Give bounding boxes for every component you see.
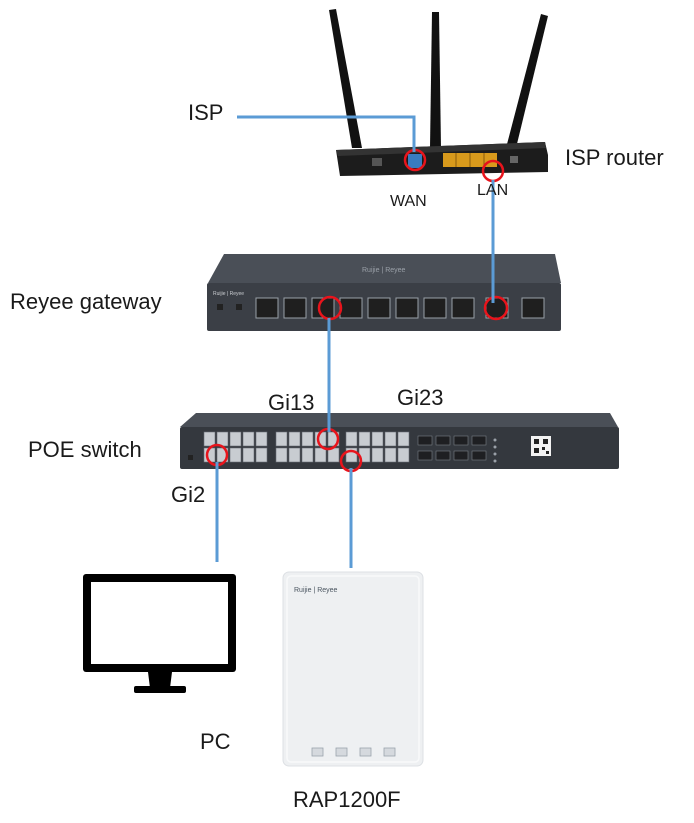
reyee-gateway-label: Reyee gateway: [10, 289, 162, 314]
rap1200f-label: RAP1200F: [293, 787, 401, 812]
router-usb-port: [510, 156, 518, 163]
poe-switch-label: POE switch: [28, 437, 142, 462]
router-power-port: [372, 158, 382, 166]
ap-ports: [311, 747, 396, 757]
router-wan-port: [408, 154, 422, 168]
router-top-edge: [336, 142, 546, 156]
switch-status-leds: [493, 438, 497, 463]
monitor-screen: [91, 582, 228, 664]
poe-switch: [180, 413, 619, 473]
gateway-sys-led: [236, 304, 242, 310]
switch-sfp-ports: [417, 435, 487, 461]
cables: [215, 115, 495, 568]
gateway-top: [208, 254, 561, 283]
router-antenna-center: [430, 12, 441, 148]
router-antenna-right: [506, 14, 548, 148]
pc-monitor-icon: [83, 574, 236, 693]
switch-port-grid: [203, 431, 410, 463]
ap-body: [282, 571, 424, 767]
router-antenna-left: [329, 9, 362, 148]
gateway-front-logo: Ruijie | Reyee: [213, 291, 244, 297]
isp-router-label: ISP router: [565, 145, 664, 170]
gi23-label: Gi23: [397, 385, 444, 410]
isp-label: ISP: [188, 100, 224, 125]
isp-router: [329, 9, 548, 183]
gateway-wan-highlight: [483, 295, 509, 321]
monitor-neck: [148, 672, 172, 688]
wan-label: WAN: [390, 193, 427, 210]
gateway-lan-ports: [255, 297, 545, 319]
rap1200f-access-point: Ruijie | Reyee: [282, 571, 424, 767]
pc-label: PC: [200, 729, 231, 754]
reyee-gateway: Ruijie | Reyee Ruijie | Reyee: [207, 254, 561, 331]
monitor-base: [134, 686, 186, 693]
lan-label: LAN: [477, 182, 509, 199]
gateway-brand-logo: Ruijie | Reyee: [362, 267, 406, 274]
gi2-label: Gi2: [171, 482, 206, 507]
gi13-label: Gi13: [268, 390, 315, 415]
gateway-reset-button: [217, 304, 223, 310]
ap-brand-logo: Ruijie | Reyee: [294, 587, 338, 594]
switch-console-port: [188, 455, 193, 460]
isp-to-wan-cable: [237, 115, 416, 152]
switch-top: [180, 413, 618, 427]
